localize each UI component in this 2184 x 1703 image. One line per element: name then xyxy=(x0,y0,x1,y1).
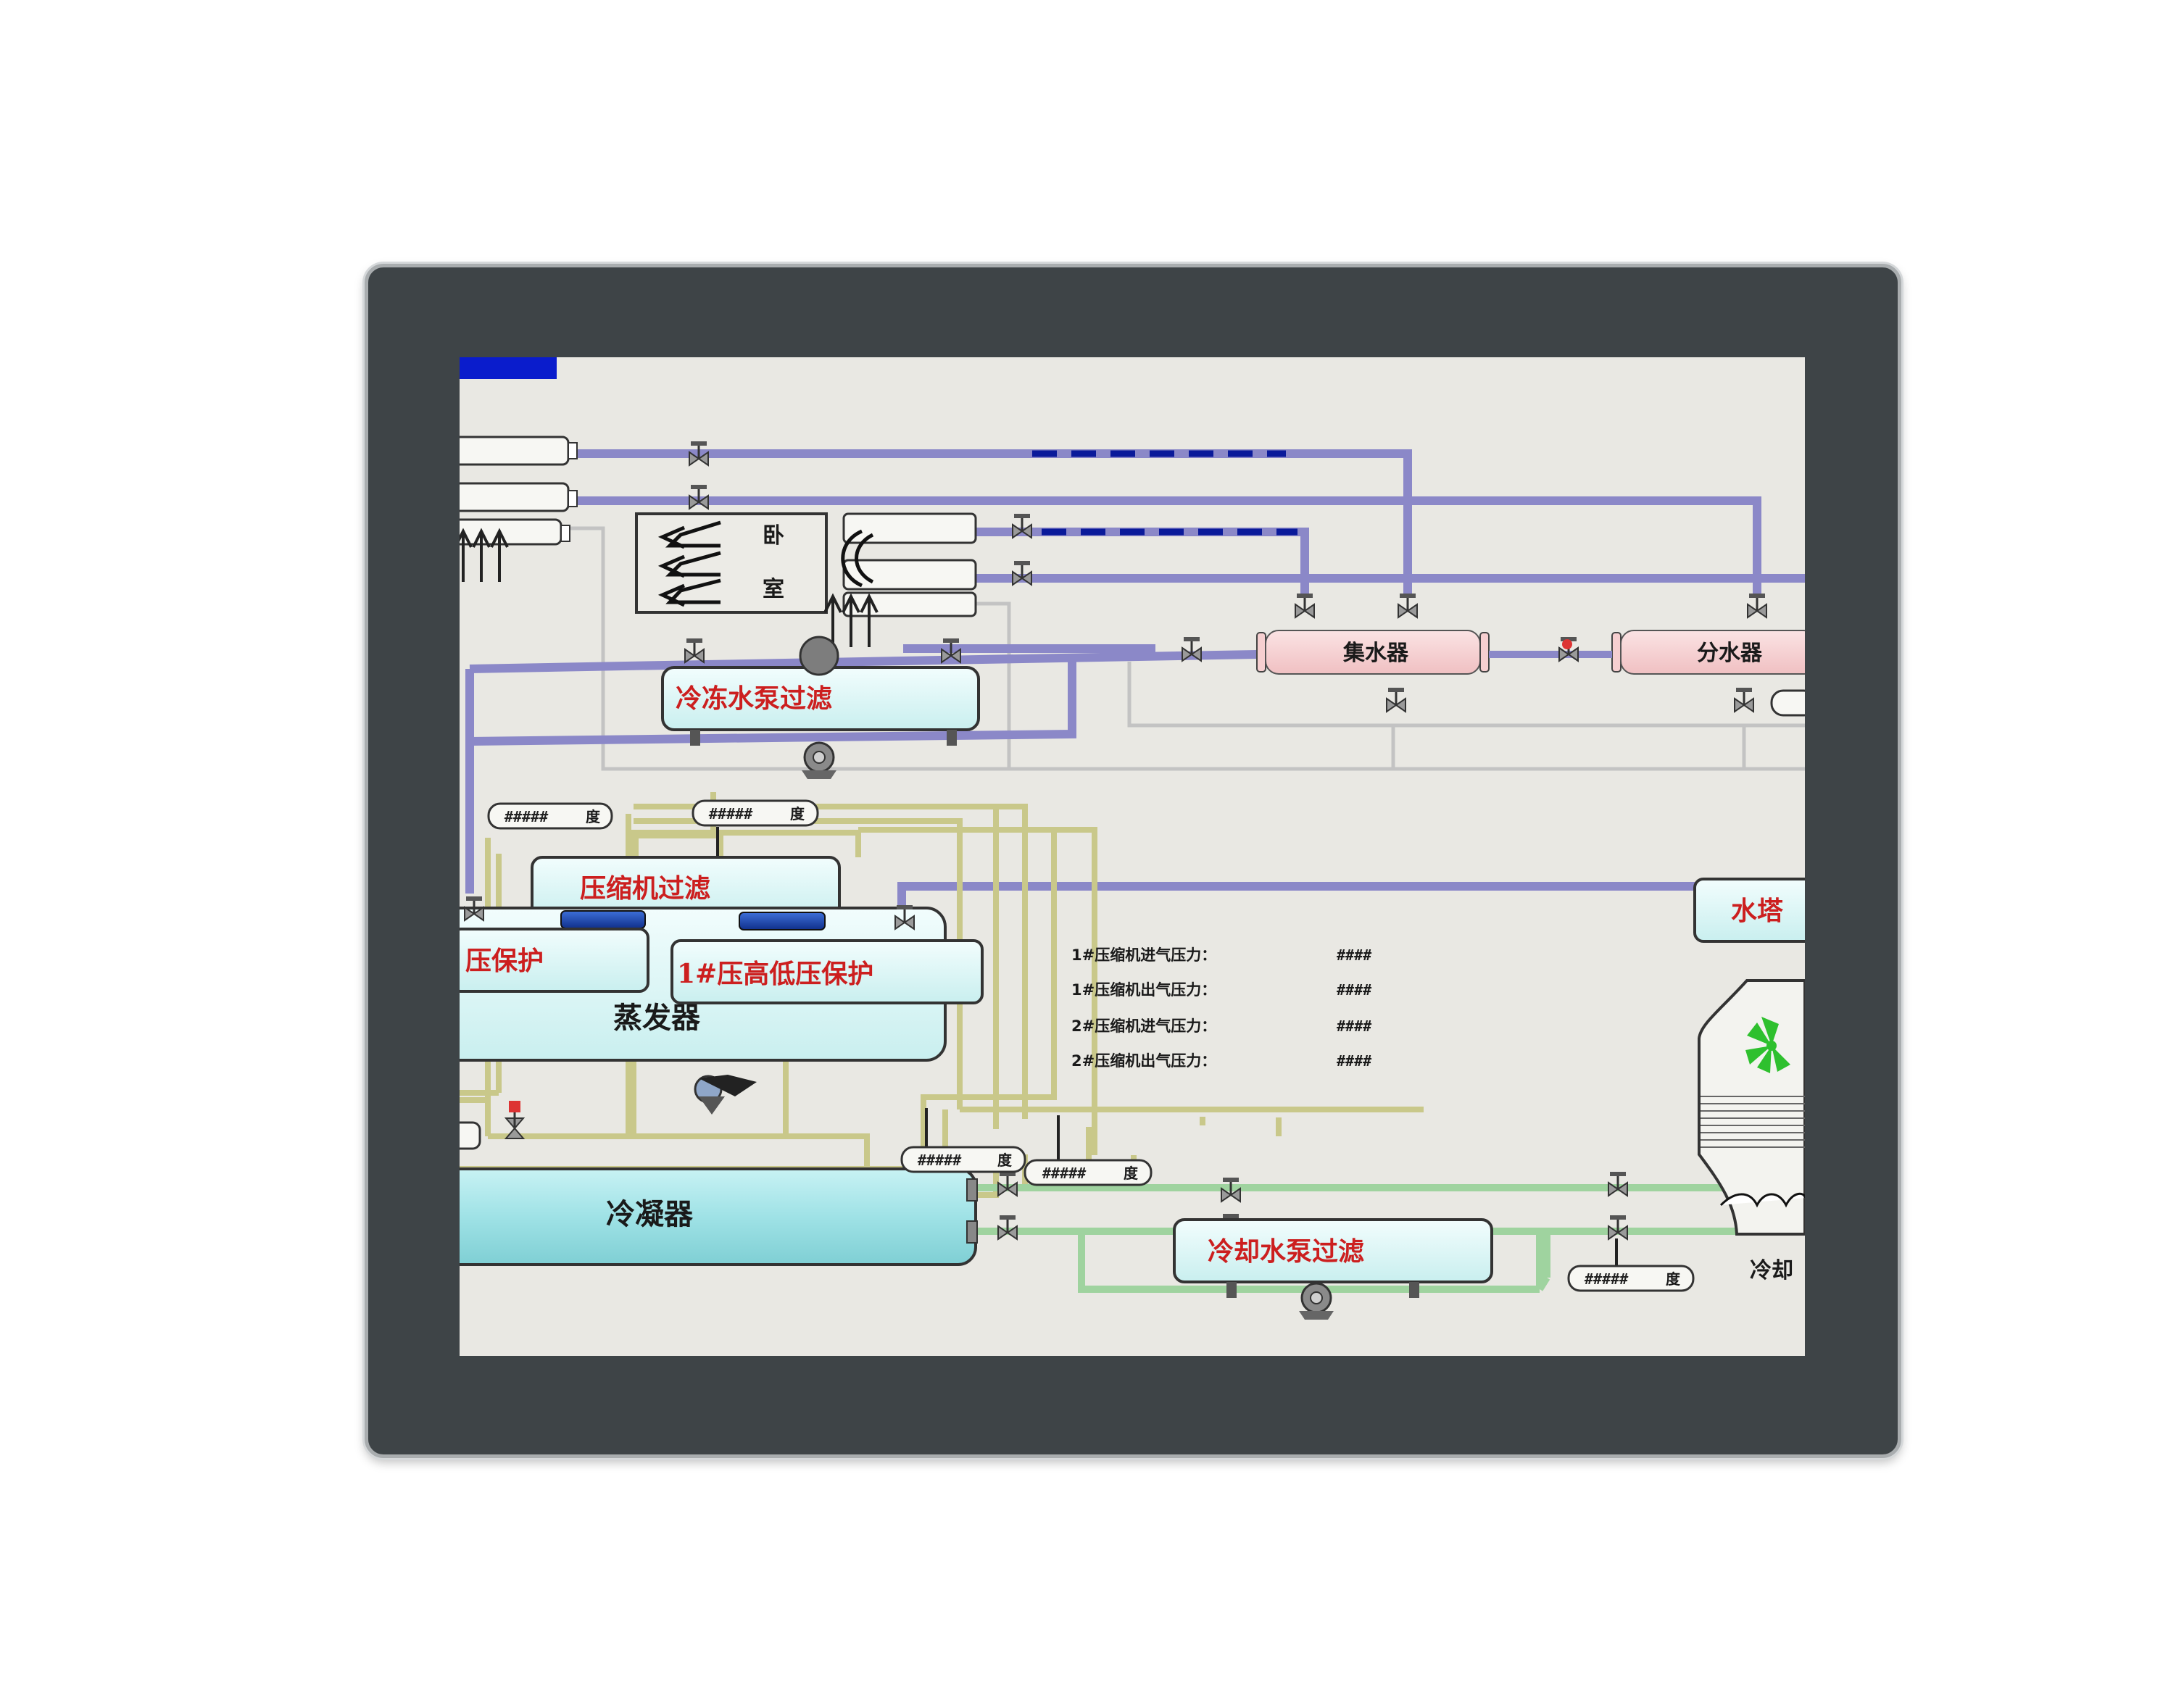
cooling-water-pump-filter: 冷却水泵过滤 xyxy=(1173,1176,1493,1321)
compressor-filter-label: 压缩机过滤 xyxy=(580,873,710,904)
gauge-2: ##### 度 xyxy=(692,799,819,857)
reading-label-4: 2#压缩机出气压力： xyxy=(1071,1052,1216,1070)
pressure-protect-1-label: 1#压高低压保护 xyxy=(677,959,873,989)
gauge-4: ##### 度 xyxy=(1024,1115,1153,1186)
svg-text:#####: ##### xyxy=(917,1152,962,1169)
compressor-2-indicator xyxy=(739,912,826,930)
pressure-readings: 1#压缩机进气压力： #### 1#压缩机出气压力： #### 2#压缩机进气压… xyxy=(1071,946,1371,1070)
svg-text:度: 度 xyxy=(586,808,601,825)
condenser: 冷凝器 xyxy=(460,1167,978,1266)
bedroom-label-1: 卧 xyxy=(763,523,784,549)
water-collector-label: 集水器 xyxy=(1342,641,1409,666)
gauge-5: ##### 度 xyxy=(1567,1238,1695,1292)
pressure-protect-left-box: 压保护 xyxy=(460,928,649,993)
flow-indicators xyxy=(1032,450,1482,1191)
reading-value-3: #### xyxy=(1337,1017,1371,1035)
svg-text:度: 度 xyxy=(997,1152,1013,1169)
water-collector: 集水器 xyxy=(1256,630,1490,675)
gauge-1: ##### 度 xyxy=(487,802,613,830)
left-fan-coil-unit xyxy=(460,436,578,582)
compressor-filter: 压缩机过滤 xyxy=(531,856,841,921)
svg-text:度: 度 xyxy=(790,805,805,823)
gauge-3: ##### 度 xyxy=(900,1108,1026,1173)
compressor-1-indicator xyxy=(560,910,646,929)
cooling-pump-filter-label: 冷却水泵过滤 xyxy=(1208,1236,1364,1267)
bedroom-label-2: 室 xyxy=(763,577,784,602)
reading-value-2: #### xyxy=(1337,981,1371,999)
reading-value-1: #### xyxy=(1337,946,1371,964)
pressure-protect-1-box: 1#压高低压保护 xyxy=(670,939,984,1004)
solenoid-valve xyxy=(504,1101,526,1139)
hmi-screen: 卧 室 集水器 xyxy=(460,357,1805,1356)
svg-text:#####: ##### xyxy=(504,808,549,825)
water-distributor-label: 分水器 xyxy=(1697,641,1763,666)
svg-text:度: 度 xyxy=(1666,1270,1681,1288)
reading-label-3: 2#压缩机进气压力： xyxy=(1071,1017,1216,1035)
svg-text:#####: ##### xyxy=(1584,1270,1629,1288)
reading-label-2: 1#压缩机出气压力： xyxy=(1071,981,1216,999)
cooling-tower-fan-icon xyxy=(1745,1017,1790,1073)
water-tower-label: 水塔 xyxy=(1731,896,1784,926)
bedroom-fan-coil: 卧 室 xyxy=(635,512,977,647)
evaporator-label: 蒸发器 xyxy=(613,1001,701,1035)
svg-text:#####: ##### xyxy=(1042,1165,1087,1182)
cooling-tower-label: 冷却 xyxy=(1750,1258,1793,1283)
scada-diagram: 卧 室 集水器 xyxy=(460,357,1805,1321)
reading-value-4: #### xyxy=(1337,1052,1371,1070)
chilled-water-pump-filter: 冷冻水泵过滤 xyxy=(661,636,980,780)
svg-text:#####: ##### xyxy=(708,805,753,823)
gauge-right-top xyxy=(1770,689,1805,717)
svg-text:度: 度 xyxy=(1124,1165,1139,1182)
pressure-protect-left-label: 压保护 xyxy=(465,946,544,976)
cooling-tower: 冷却 xyxy=(1698,979,1805,1283)
status-indicator-blue xyxy=(460,357,557,379)
reading-label-1: 1#压缩机进气压力： xyxy=(1071,946,1216,964)
condenser-label: 冷凝器 xyxy=(606,1197,694,1231)
chilled-pump-filter-label: 冷冻水泵过滤 xyxy=(676,683,832,714)
water-tower-box: 水塔 xyxy=(1693,878,1805,943)
expansion-valve xyxy=(694,1075,757,1115)
water-distributor: 分水器 xyxy=(1611,630,1805,675)
